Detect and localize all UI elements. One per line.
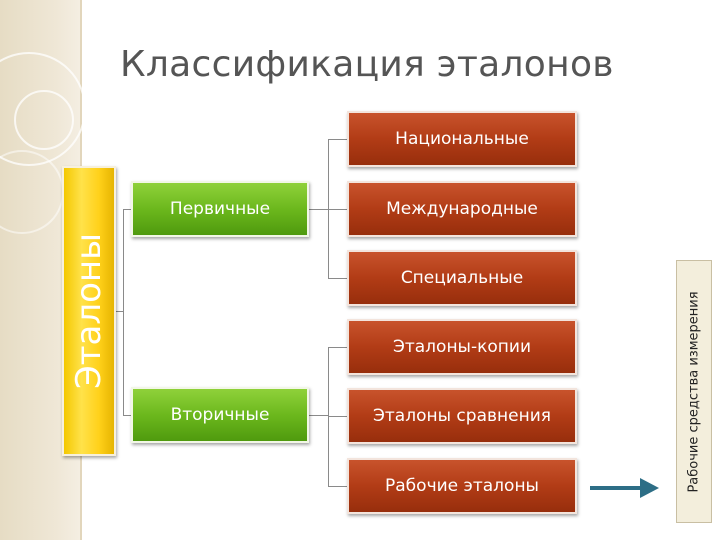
node-primary: Первичные bbox=[131, 181, 309, 237]
root-node: Эталоны bbox=[62, 166, 116, 456]
connector-to-primary bbox=[123, 209, 131, 210]
node-special: Специальные bbox=[347, 250, 577, 306]
side-box-label: Рабочие средства измерения bbox=[686, 290, 702, 493]
node-secondary: Вторичные bbox=[131, 387, 309, 443]
connector-root-trunk bbox=[123, 209, 124, 415]
connector-primary-out bbox=[309, 209, 329, 210]
connector-to-secondary bbox=[123, 415, 131, 416]
page-title: Классификация эталонов bbox=[120, 44, 614, 85]
node-working: Рабочие эталоны bbox=[347, 458, 577, 514]
connector-secondary-trunk bbox=[328, 347, 329, 487]
root-node-label: Эталоны bbox=[69, 233, 109, 389]
connector-leaf-4 bbox=[328, 347, 347, 348]
node-national: Национальные bbox=[347, 111, 577, 167]
connector-leaf-1 bbox=[328, 139, 347, 140]
connector-leaf-2 bbox=[328, 209, 347, 210]
right-arrow-icon bbox=[590, 478, 659, 498]
connector-primary-trunk bbox=[328, 139, 329, 278]
connector-leaf-5 bbox=[328, 416, 347, 417]
connector-leaf-6 bbox=[328, 486, 347, 487]
node-copies: Эталоны-копии bbox=[347, 319, 577, 375]
connector-secondary-out bbox=[309, 415, 329, 416]
node-international: Международные bbox=[347, 181, 577, 237]
decorative-ring bbox=[14, 90, 74, 150]
connector-leaf-3 bbox=[328, 278, 347, 279]
side-box: Рабочие средства измерения bbox=[676, 260, 712, 523]
connector-root-out bbox=[116, 311, 124, 312]
node-comparison: Эталоны сравнения bbox=[347, 388, 577, 444]
